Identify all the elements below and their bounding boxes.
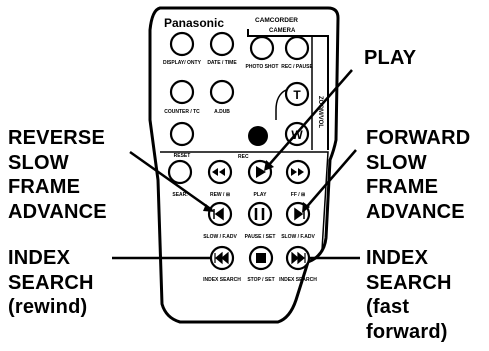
reset-label: RESET	[174, 153, 191, 159]
index-rewind-callout: INDEX SEARCH (rewind)	[8, 246, 94, 320]
a-dub-label: A.DUB	[214, 109, 230, 115]
reverse-line-4: ADVANCE	[8, 200, 107, 223]
play-arrowhead	[264, 160, 274, 171]
zoom-tele-button[interactable]: T	[284, 81, 310, 107]
photo-shot-label: PHOTO SHOT	[246, 64, 279, 70]
index-rev-label: INDEX SEARCH	[203, 277, 241, 283]
forward-arrowhead	[302, 202, 310, 213]
index-forward-line-2: SEARCH	[366, 271, 452, 294]
stop-icon	[256, 253, 266, 263]
slow-reverse-icon	[213, 207, 224, 221]
fast-forward-button[interactable]: FF / ⊞	[285, 159, 311, 198]
reverse-callout: REVERSE SLOW FRAME ADVANCE	[8, 126, 107, 224]
rec-indicator: REC	[238, 126, 268, 160]
rewind-button[interactable]: REW / ⊞	[207, 159, 233, 198]
stop-button[interactable]: STOP / SET	[247, 245, 275, 283]
fast-forward-icon	[291, 168, 304, 176]
camera-label: CAMERA	[269, 28, 296, 34]
forward-line-4: ADVANCE	[366, 200, 465, 223]
slow-reverse-button[interactable]: SLOW / F.ADV	[203, 201, 237, 240]
reverse-leader-line	[129, 150, 213, 212]
a-dub-button[interactable]: A.DUB	[209, 79, 235, 115]
forward-leader-line	[303, 149, 357, 211]
forward-callout: FORWARD SLOW FRAME ADVANCE	[366, 126, 470, 224]
index-forward-icon	[291, 251, 306, 265]
stop-label: STOP / SET	[247, 277, 274, 283]
index-forward-line-3: (fast	[366, 296, 410, 318]
pause-label: PAUSE / SET	[245, 234, 276, 240]
pause-button[interactable]: PAUSE / SET	[245, 201, 276, 240]
search-label: SEAR.	[172, 192, 188, 198]
play-callout: PLAY	[364, 47, 417, 69]
rec-pause-label: REC / PAUSE	[281, 64, 313, 70]
reset-button[interactable]: RESET	[169, 121, 195, 159]
index-forward-line-4: forward)	[366, 320, 448, 343]
index-rewind-icon	[214, 251, 229, 265]
reverse-line-1: REVERSE	[8, 127, 105, 149]
play-label: PLAY	[254, 192, 268, 198]
brand-logo: Panasonic	[164, 16, 224, 30]
search-button[interactable]: SEAR.	[167, 159, 193, 198]
rec-pause-button[interactable]: REC / PAUSE	[281, 35, 313, 70]
rewind-icon	[212, 168, 225, 176]
rec-label: REC	[238, 154, 249, 160]
pause-icon	[254, 208, 265, 220]
camcorder-label: CAMCORDER	[255, 17, 298, 24]
counter-tc-button[interactable]: COUNTER / TC	[164, 79, 200, 115]
date-time-label: DATE / TIME	[207, 60, 237, 66]
index-rewind-line-3: (rewind)	[8, 296, 88, 318]
rew-label: REW / ⊞	[210, 192, 230, 198]
forward-line-1: FORWARD	[366, 127, 471, 149]
display-onty-label: DISPLAY/ ONTY	[163, 60, 202, 66]
ff-label: FF / ⊞	[291, 192, 305, 198]
zoom-vol-label: ZOOM/VOL	[317, 96, 323, 128]
forward-line-3: FRAME	[366, 176, 439, 198]
date-time-button[interactable]: DATE / TIME	[207, 31, 237, 66]
play-leader-line	[267, 69, 353, 167]
index-rewind-line-2: SEARCH	[8, 271, 94, 294]
play-icon	[256, 166, 266, 178]
index-forward-line-1: INDEX	[366, 247, 429, 269]
index-rewind-line-1: INDEX	[8, 247, 71, 269]
tele-label: T	[293, 88, 301, 102]
wide-label: W	[291, 128, 303, 142]
forward-line-2: SLOW	[366, 151, 427, 174]
reverse-arrowhead	[203, 204, 215, 212]
photo-shot-button[interactable]: PHOTO SHOT	[246, 35, 279, 70]
slow-fwd-label: SLOW / F.ADV	[281, 234, 315, 240]
reverse-line-2: SLOW	[8, 151, 69, 174]
index-fwd-label: INDEX SEARCH	[279, 277, 317, 283]
slow-rev-label: SLOW / F.ADV	[203, 234, 237, 240]
reverse-line-3: FRAME	[8, 176, 81, 198]
counter-tc-label: COUNTER / TC	[164, 109, 200, 115]
index-forward-callout: INDEX SEARCH (fast forward)	[366, 246, 452, 344]
display-onty-button[interactable]: DISPLAY/ ONTY	[163, 31, 202, 66]
